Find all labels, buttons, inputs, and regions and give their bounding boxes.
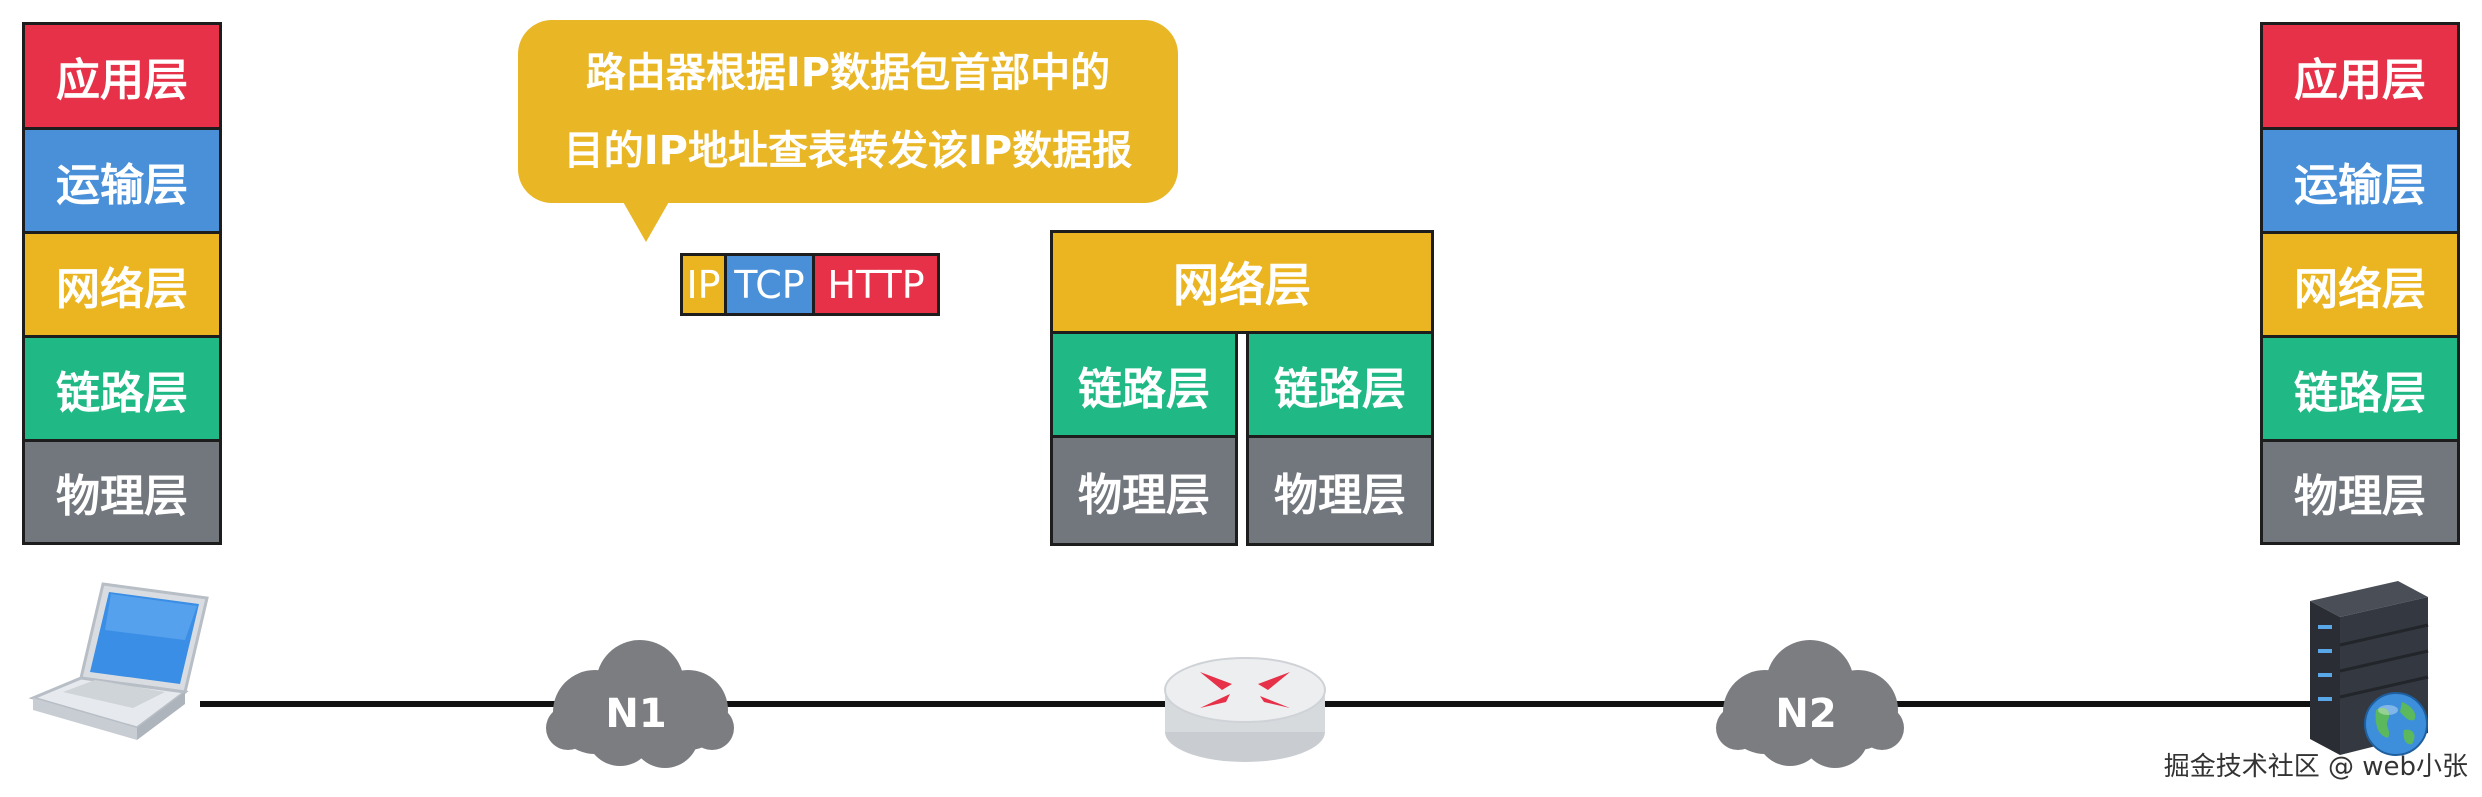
host-right-stack: 应用层 运输层 网络层 链路层 物理层: [2260, 22, 2460, 545]
routing-callout: 路由器根据IP数据包首部中的 目的IP地址查表转发该IP数据报: [518, 20, 1178, 203]
link-layer: 链路层: [1249, 334, 1431, 438]
router-right-interface-stack: 链路层 物理层: [1246, 331, 1434, 546]
laptop-icon: [28, 582, 209, 740]
ip-packet: IP TCP HTTP: [680, 253, 940, 316]
callout-line-1: 路由器根据IP数据包首部中的: [585, 50, 1111, 96]
globe-icon: [2364, 692, 2428, 756]
ip-header: IP: [683, 256, 727, 313]
router-network-layer: 网络层: [1050, 230, 1434, 334]
link-layer: 链路层: [25, 338, 219, 442]
http-payload: HTTP: [815, 256, 937, 313]
application-layer: 应用层: [25, 25, 219, 130]
tcp-header: TCP: [727, 256, 815, 313]
cloud-icon: N2: [1716, 640, 1904, 768]
physical-layer: 物理层: [1053, 438, 1235, 543]
physical-layer: 物理层: [25, 442, 219, 542]
physical-layer: 物理层: [2263, 442, 2457, 542]
network-layer: 网络层: [25, 234, 219, 338]
link-layer: 链路层: [1053, 334, 1235, 438]
transport-layer: 运输层: [25, 130, 219, 234]
physical-layer: 物理层: [1249, 438, 1431, 543]
link-layer: 链路层: [2263, 338, 2457, 442]
watermark: 掘金技术社区 @ web小张: [2163, 752, 2468, 782]
host-left-stack: 应用层 运输层 网络层 链路层 物理层: [22, 22, 222, 545]
network-layer: 网络层: [2263, 234, 2457, 338]
router-icon: [1164, 657, 1326, 762]
cloud-icon: N1: [546, 640, 734, 768]
callout-line-2: 目的IP地址查表转发该IP数据报: [563, 128, 1133, 174]
callout-pointer: [622, 200, 670, 242]
application-layer: 应用层: [2263, 25, 2457, 130]
network-n1-label: N1: [605, 691, 666, 737]
transport-layer: 运输层: [2263, 130, 2457, 234]
network-n2-label: N2: [1775, 691, 1836, 737]
router-left-interface-stack: 链路层 物理层: [1050, 331, 1238, 546]
